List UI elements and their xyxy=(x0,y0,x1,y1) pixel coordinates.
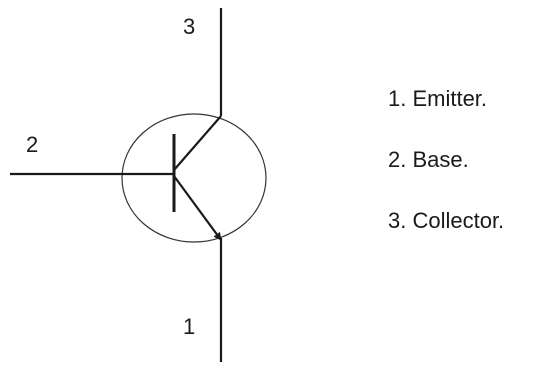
collector-pin-label: 3 xyxy=(183,14,195,39)
legend-item-emitter: 1. Emitter. xyxy=(388,86,488,111)
transistor-envelope xyxy=(121,113,267,243)
pin-legend: 1. Emitter. 2. Base. 3. Collector. xyxy=(388,88,504,271)
legend-item-base: 2. Base. xyxy=(388,147,469,172)
legend-item-collector: 3. Collector. xyxy=(388,208,505,233)
base-pin-label: 2 xyxy=(26,132,38,157)
emitter-arrow xyxy=(173,175,222,241)
emitter-pin-label: 1 xyxy=(183,314,195,339)
collector-diagonal xyxy=(173,115,222,171)
